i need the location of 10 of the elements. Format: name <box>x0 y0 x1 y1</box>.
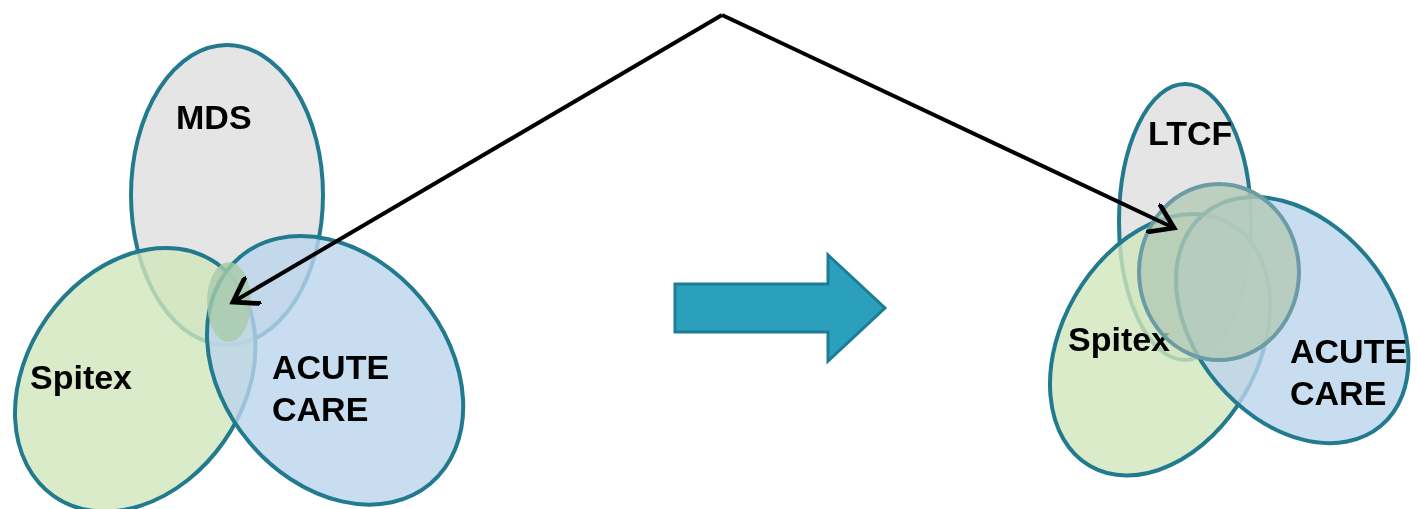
set-label: Spitex <box>30 357 133 398</box>
set-label: ACUTE CARE <box>1290 331 1409 414</box>
set-label: Spitex <box>1068 319 1171 360</box>
set-label: ACUTE CARE <box>272 347 391 430</box>
overlap-ellipse <box>205 260 253 344</box>
leader-arrow <box>721 13 1177 235</box>
set-label: LTCF <box>1148 113 1233 154</box>
leader-arrow <box>230 13 723 307</box>
set-ellipse <box>204 233 466 507</box>
set-label: MDS <box>176 97 252 138</box>
